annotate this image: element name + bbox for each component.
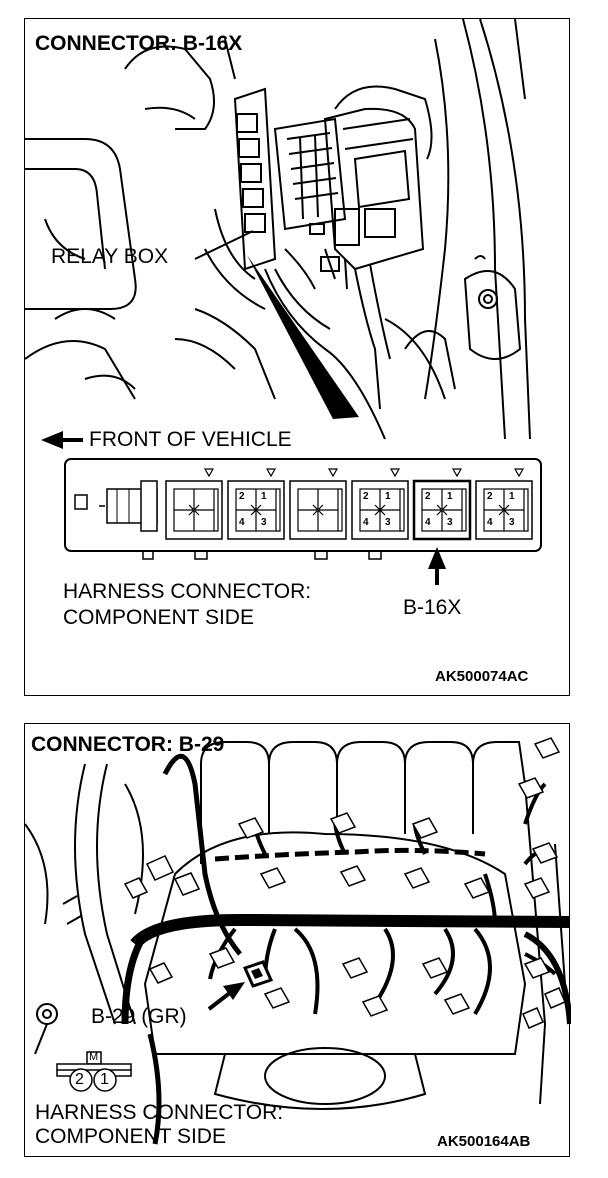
component-side-label: COMPONENT SIDE [35, 1125, 226, 1148]
engine-bay-relay-box-drawing [25, 19, 542, 585]
pin-label: 3 [261, 517, 267, 528]
terminal-tag: M [89, 1051, 99, 1063]
relay-box-label: RELAY BOX [51, 245, 169, 268]
pin-label: 1 [509, 491, 515, 502]
pin-label: 2 [75, 1071, 84, 1088]
connector-b16x-panel: CONNECTOR: B-16X RELAY BOX FRONT OF VEHI… [24, 18, 570, 696]
pin-label: 1 [447, 491, 453, 502]
connector-title: CONNECTOR: B-29 [31, 733, 225, 756]
pin-label: 2 [239, 491, 245, 502]
pin-label: 2 [425, 491, 431, 502]
pin-label: 4 [363, 517, 369, 528]
pin-label: 3 [447, 517, 453, 528]
pin-label: 4 [239, 517, 245, 528]
figure-code: AK500074AC [435, 668, 529, 685]
front-of-vehicle-label: FRONT OF VEHICLE [89, 428, 292, 451]
b29-callout: B-29 (GR) [91, 1005, 187, 1028]
component-side-label: COMPONENT SIDE [63, 606, 254, 629]
engine-harness-drawing [25, 737, 571, 1145]
pin-label: 4 [425, 517, 431, 528]
pin-label: 1 [100, 1071, 109, 1088]
connector-b29-panel: CONNECTOR: B-29 B-29 (GR) M 2 1 HARNESS … [24, 723, 571, 1157]
harness-connector-label: HARNESS CONNECTOR: [35, 1101, 284, 1124]
pin-label: 1 [385, 491, 391, 502]
figure-code: AK500164AB [437, 1133, 531, 1150]
connector-title: CONNECTOR: B-16X [35, 32, 243, 55]
pin-label: 3 [509, 517, 515, 528]
pin-label: 2 [363, 491, 369, 502]
harness-connector-label: HARNESS CONNECTOR: [63, 580, 312, 603]
pin-label: 2 [487, 491, 493, 502]
pin-label: 3 [385, 517, 391, 528]
b16x-callout: B-16X [403, 596, 462, 619]
pin-label: 4 [487, 517, 493, 528]
pin-label: 1 [261, 491, 267, 502]
